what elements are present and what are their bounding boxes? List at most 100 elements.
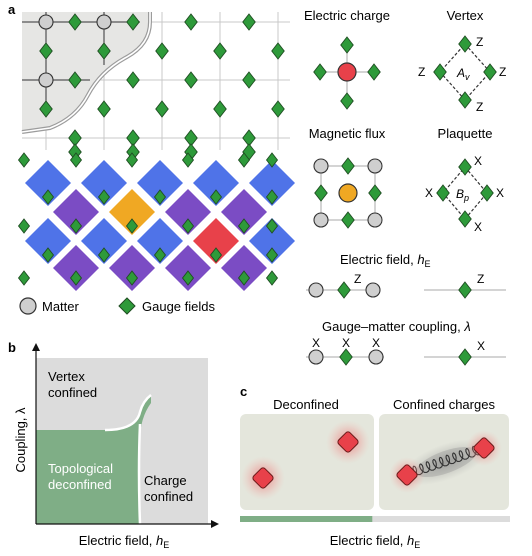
charge-confined-label-2: confined — [144, 489, 193, 504]
coupling-x-1: X — [312, 336, 320, 350]
gauge-field-icon — [153, 189, 167, 205]
gauge-field-icon — [265, 247, 279, 263]
electric-charge-diagram: Electric charge — [304, 8, 390, 110]
gauge-field-icon — [213, 100, 227, 118]
gauge-field-icon — [153, 247, 167, 263]
charge-confined-label-1: Charge — [144, 473, 187, 488]
gauge-field-icon — [41, 189, 55, 205]
legend-matter-label: Matter — [42, 299, 80, 314]
topological-label-1: Topological — [48, 461, 113, 476]
gauge-field-icon — [155, 100, 169, 118]
efield-z-2: Z — [477, 272, 484, 286]
gauge-field-icon — [68, 13, 82, 31]
plaquette-title: Plaquette — [438, 126, 493, 141]
vertex-z-right: Z — [499, 65, 506, 79]
gauge-field-icon — [265, 270, 279, 286]
gauge-field-icon — [125, 152, 139, 168]
gauge-field-icon — [97, 189, 111, 205]
magnetic-flux-diagram: Magnetic flux — [309, 126, 386, 229]
confined-charges-panel: Confined charges — [379, 397, 509, 510]
gauge-field-icon — [313, 63, 327, 81]
plaquette-tile — [53, 189, 99, 235]
gauge-field-icon — [368, 184, 382, 202]
panel-b-label: b — [8, 340, 16, 355]
coupling-x-3: X — [372, 336, 380, 350]
gauge-field-icon — [125, 218, 139, 234]
gauge-field-icon — [458, 348, 472, 366]
gauge-field-icon — [209, 189, 223, 205]
gauge-field-icon — [39, 100, 53, 118]
gauge-field-icon — [184, 13, 198, 31]
gauge-field-icon — [458, 281, 472, 299]
plaquette-tile — [81, 160, 127, 206]
vertex-z-left: Z — [418, 65, 425, 79]
gauge-field-icon — [155, 42, 169, 60]
gauge-field-icon — [41, 247, 55, 263]
vertex-confined-label-2: confined — [48, 385, 97, 400]
panel-a-legend: Matter Gauge fields — [19, 297, 215, 315]
gauge-field-icon — [337, 281, 351, 299]
gauge-field-icon — [213, 42, 227, 60]
gauge-field-icon — [341, 211, 355, 229]
plaquette-tile — [53, 245, 99, 291]
panel-a-label: a — [8, 2, 16, 17]
gauge-field-icon — [242, 13, 256, 31]
electric-field-title: Electric field, hE — [340, 252, 431, 269]
gauge-field-icon — [458, 91, 472, 109]
gauge-field-icon — [433, 63, 447, 81]
gauge-field-icon — [242, 71, 256, 89]
vertex-confined-label-1: Vertex — [48, 369, 85, 384]
field-bar: Electric field, hE — [240, 516, 510, 550]
matter-site-icon — [96, 14, 112, 30]
gauge-field-icon — [341, 157, 355, 175]
vertex-operator: Av — [456, 66, 470, 82]
plaquette-region — [25, 160, 295, 291]
efield-z-1: Z — [354, 272, 361, 286]
free-charge-2 — [337, 431, 359, 453]
coupling-diagram: Gauge–matter coupling, λ X X X X — [306, 319, 506, 366]
plaquette-diagram: Plaquette X X X X Bp — [425, 126, 504, 234]
gauge-field-icon — [68, 71, 82, 89]
vertex-title: Vertex — [447, 8, 484, 23]
field-bar-track — [240, 516, 510, 522]
gauge-field-icon — [97, 247, 111, 263]
phase-diagram: Vertex confined Topological deconfined C… — [13, 343, 219, 550]
flux-icon — [338, 183, 358, 203]
boundary-curve-inner — [21, 12, 151, 133]
plaquette-tile — [137, 160, 183, 206]
gauge-field-icon — [458, 35, 472, 53]
matter-site-icon — [365, 282, 381, 298]
gauge-field-icon — [17, 270, 31, 286]
gauge-field-icon — [69, 152, 83, 168]
gauge-field-icon — [181, 270, 195, 286]
gauge-field-icon — [265, 152, 279, 168]
matter-site-icon — [313, 158, 329, 174]
gauge-field-icon — [237, 152, 251, 168]
gauge-field-icon — [181, 152, 195, 168]
legend-gauge-label: Gauge fields — [142, 299, 215, 314]
gauge-field-icon — [69, 270, 83, 286]
gauge-field-icon — [209, 247, 223, 263]
matter-site-icon — [368, 349, 384, 365]
gauge-field-icon — [97, 100, 111, 118]
gauge-field-icon — [436, 184, 450, 202]
coupling-x-2: X — [342, 336, 350, 350]
gauge-field-icon — [181, 218, 195, 234]
gauge-field-icon — [126, 13, 140, 31]
vertex-diagram: Vertex Z Z Z Z Av — [418, 8, 506, 114]
gauge-field-icon — [367, 63, 381, 81]
matter-site-icon — [367, 212, 383, 228]
magnetic-flux-title: Magnetic flux — [309, 126, 386, 141]
deconfined-title: Deconfined — [273, 397, 339, 412]
gauge-field-icon — [17, 152, 31, 168]
gauge-legend-icon — [118, 297, 136, 315]
gauge-field-icon — [340, 36, 354, 54]
gauge-field-icon — [483, 63, 497, 81]
vertex-z-top: Z — [476, 35, 483, 49]
coupling-title: Gauge–matter coupling, λ — [322, 319, 471, 334]
plaquette-tile — [249, 160, 295, 206]
electric-field-diagram: Electric field, hE Z Z — [306, 252, 506, 299]
lattice-grid — [21, 12, 290, 161]
plaquette-tile — [109, 245, 155, 291]
gauge-field-icon — [39, 42, 53, 60]
